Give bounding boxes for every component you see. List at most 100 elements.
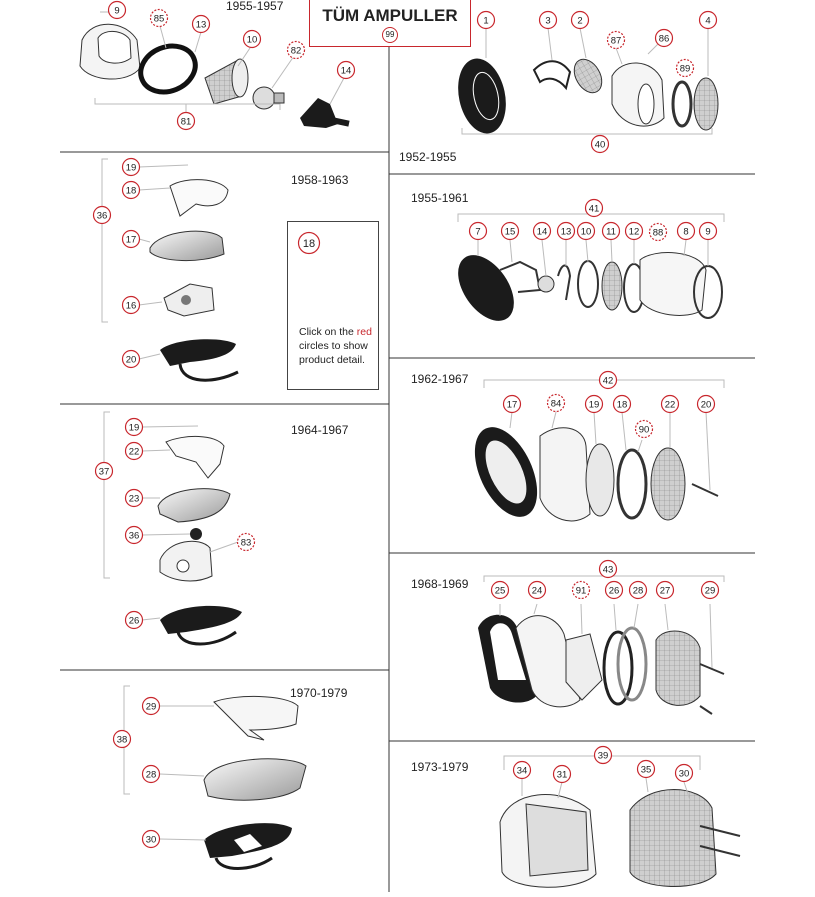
- part-badge-s5-22[interactable]: 22: [124, 441, 144, 461]
- badge-label[interactable]: 18: [126, 186, 137, 197]
- badge-circle[interactable]: [698, 221, 718, 241]
- badge-circle[interactable]: [593, 745, 613, 765]
- part-badge-s7-26[interactable]: 26: [604, 580, 624, 600]
- part-badge-s9-39[interactable]: 39: [593, 745, 613, 765]
- badge-circle[interactable]: [527, 580, 547, 600]
- badge-circle[interactable]: [121, 180, 141, 200]
- badge-label[interactable]: 41: [589, 204, 600, 215]
- part-badge-s1-81[interactable]: 81: [176, 111, 196, 131]
- part-badge-s9-31[interactable]: 31: [552, 764, 572, 784]
- part-badge-s1-9[interactable]: 9: [107, 0, 127, 20]
- badge-circle[interactable]: [634, 419, 654, 439]
- badge-circle[interactable]: [590, 134, 610, 154]
- badge-label[interactable]: 39: [598, 751, 609, 762]
- part-badge-s3-16[interactable]: 16: [121, 295, 141, 315]
- badge-label[interactable]: 36: [129, 531, 140, 542]
- badge-circle[interactable]: [648, 222, 668, 242]
- part-badge-s2-87[interactable]: 87: [606, 30, 626, 50]
- badge-circle[interactable]: [624, 221, 644, 241]
- part-badge-s8-28[interactable]: 28: [141, 764, 161, 784]
- badge-label[interactable]: 91: [576, 586, 587, 597]
- badge-label[interactable]: 89: [680, 64, 691, 75]
- part-badge-s4-11[interactable]: 11: [601, 221, 621, 241]
- badge-circle[interactable]: [490, 580, 510, 600]
- part-badge-s4-8[interactable]: 8: [676, 221, 696, 241]
- badge-label[interactable]: 30: [146, 835, 157, 846]
- part-badge-s2-89[interactable]: 89: [675, 58, 695, 78]
- badge-label[interactable]: 10: [247, 35, 258, 46]
- badge-circle[interactable]: [149, 8, 169, 28]
- badge-circle[interactable]: [141, 696, 161, 716]
- badge-label[interactable]: 40: [595, 140, 606, 151]
- part-badge-s4-12[interactable]: 12: [624, 221, 644, 241]
- part-badge-s2-4[interactable]: 4: [698, 10, 718, 30]
- part-badge-s8-29[interactable]: 29: [141, 696, 161, 716]
- part-badge-s2-40[interactable]: 40: [590, 134, 610, 154]
- badge-label[interactable]: 28: [633, 586, 644, 597]
- badge-label[interactable]: 19: [129, 423, 140, 434]
- part-badge-s4-41[interactable]: 41: [584, 198, 604, 218]
- badge-label[interactable]: 9: [114, 6, 119, 17]
- badge-label[interactable]: 35: [641, 765, 652, 776]
- badge-circle[interactable]: [124, 417, 144, 437]
- part-badge-s1-85[interactable]: 85: [149, 8, 169, 28]
- title-badge-99[interactable]: 99: [382, 27, 398, 43]
- part-badge-s6-84[interactable]: 84: [546, 393, 566, 413]
- badge-label[interactable]: 90: [639, 425, 650, 436]
- badge-circle[interactable]: [628, 580, 648, 600]
- badge-label[interactable]: 27: [660, 586, 671, 597]
- badge-circle[interactable]: [242, 29, 262, 49]
- badge-label[interactable]: 1: [483, 16, 488, 27]
- badge-circle[interactable]: [124, 610, 144, 630]
- badge-circle[interactable]: [612, 394, 632, 414]
- badge-label[interactable]: 38: [117, 735, 128, 746]
- badge-circle[interactable]: [500, 221, 520, 241]
- part-badge-s1-13[interactable]: 13: [191, 14, 211, 34]
- badge-label[interactable]: 3: [545, 16, 550, 27]
- part-badge-s8-38[interactable]: 38: [112, 729, 132, 749]
- badge-label[interactable]: 23: [129, 494, 140, 505]
- badge-circle[interactable]: [502, 394, 522, 414]
- badge-circle[interactable]: [570, 10, 590, 30]
- badge-circle[interactable]: [121, 349, 141, 369]
- badge-circle[interactable]: [606, 30, 626, 50]
- part-badge-s1-10[interactable]: 10: [242, 29, 262, 49]
- part-badge-s3-20[interactable]: 20: [121, 349, 141, 369]
- badge-label[interactable]: 37: [99, 467, 110, 478]
- badge-label[interactable]: 34: [517, 766, 528, 777]
- part-badge-s6-22[interactable]: 22: [660, 394, 680, 414]
- part-badge-s4-14[interactable]: 14: [532, 221, 552, 241]
- part-badge-s2-3[interactable]: 3: [538, 10, 558, 30]
- badge-circle[interactable]: [124, 441, 144, 461]
- part-badge-s5-37[interactable]: 37: [94, 461, 114, 481]
- badge-label[interactable]: 31: [557, 770, 568, 781]
- badge-circle[interactable]: [191, 14, 211, 34]
- badge-circle[interactable]: [655, 580, 675, 600]
- badge-circle[interactable]: [676, 221, 696, 241]
- badge-circle[interactable]: [556, 221, 576, 241]
- badge-label[interactable]: 14: [537, 227, 548, 238]
- part-badge-s7-29[interactable]: 29: [700, 580, 720, 600]
- badge-circle[interactable]: [700, 580, 720, 600]
- badge-circle[interactable]: [532, 221, 552, 241]
- badge-label[interactable]: 85: [154, 14, 165, 25]
- badge-circle[interactable]: [660, 394, 680, 414]
- part-badge-s4-15[interactable]: 15: [500, 221, 520, 241]
- badge-circle[interactable]: [538, 10, 558, 30]
- part-badge-s5-19[interactable]: 19: [124, 417, 144, 437]
- badge-label[interactable]: 82: [291, 46, 302, 57]
- badge-label[interactable]: 26: [129, 616, 140, 627]
- badge-label[interactable]: 24: [532, 586, 543, 597]
- badge-circle[interactable]: [121, 157, 141, 177]
- badge-label[interactable]: 4: [705, 16, 710, 27]
- part-badge-s7-25[interactable]: 25: [490, 580, 510, 600]
- part-badge-s5-23[interactable]: 23: [124, 488, 144, 508]
- badge-circle[interactable]: [576, 221, 596, 241]
- badge-label[interactable]: 11: [606, 227, 616, 238]
- part-badge-s8-30[interactable]: 30: [141, 829, 161, 849]
- part-badge-s9-35[interactable]: 35: [636, 759, 656, 779]
- badge-circle[interactable]: [674, 763, 694, 783]
- badge-circle[interactable]: [696, 394, 716, 414]
- badge-circle[interactable]: [236, 532, 256, 552]
- badge-circle[interactable]: [584, 394, 604, 414]
